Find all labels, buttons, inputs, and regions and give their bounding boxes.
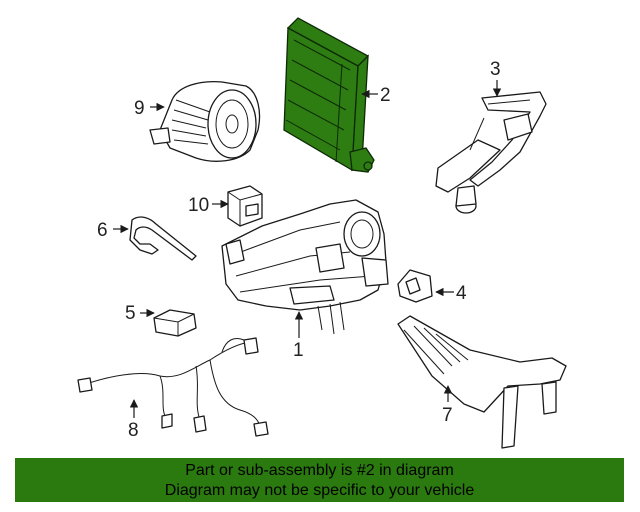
part-5-module[interactable] <box>153 309 197 337</box>
part-4-bracket[interactable] <box>397 269 433 303</box>
callout-labels: 2 3 9 10 6 4 5 1 7 8 <box>97 59 501 441</box>
leader-lines <box>113 80 502 418</box>
part-6-sensor[interactable] <box>129 216 197 261</box>
footer-line-1: Part or sub-assembly is #2 in diagram <box>185 462 454 479</box>
callout-1: 1 <box>293 340 304 361</box>
callout-10: 10 <box>188 195 209 216</box>
callout-6: 6 <box>97 220 108 241</box>
parts-diagram: 2 3 9 10 6 4 5 1 7 8 <box>77 17 567 449</box>
callout-7: 7 <box>442 405 453 426</box>
footer-line-2: Diagram may not be specific to your vehi… <box>164 482 475 499</box>
part-3-expansion-valve[interactable] <box>435 91 547 214</box>
callout-5: 5 <box>125 303 136 324</box>
callout-8: 8 <box>128 420 139 441</box>
part-8-wiring-harness[interactable] <box>77 337 269 437</box>
part-10-module[interactable] <box>227 185 263 227</box>
callout-3: 3 <box>490 59 501 80</box>
part-9-blower-motor[interactable] <box>149 80 261 162</box>
part-1-hvac-housing[interactable] <box>221 199 389 335</box>
callout-4: 4 <box>456 283 467 304</box>
part-2-evaporator-core[interactable] <box>283 17 375 173</box>
diagram-note-banner: Part or sub-assembly is #2 in diagram Di… <box>15 458 624 502</box>
callout-2: 2 <box>380 85 391 106</box>
part-7-heater-core[interactable] <box>397 315 567 449</box>
callout-9: 9 <box>134 98 145 119</box>
